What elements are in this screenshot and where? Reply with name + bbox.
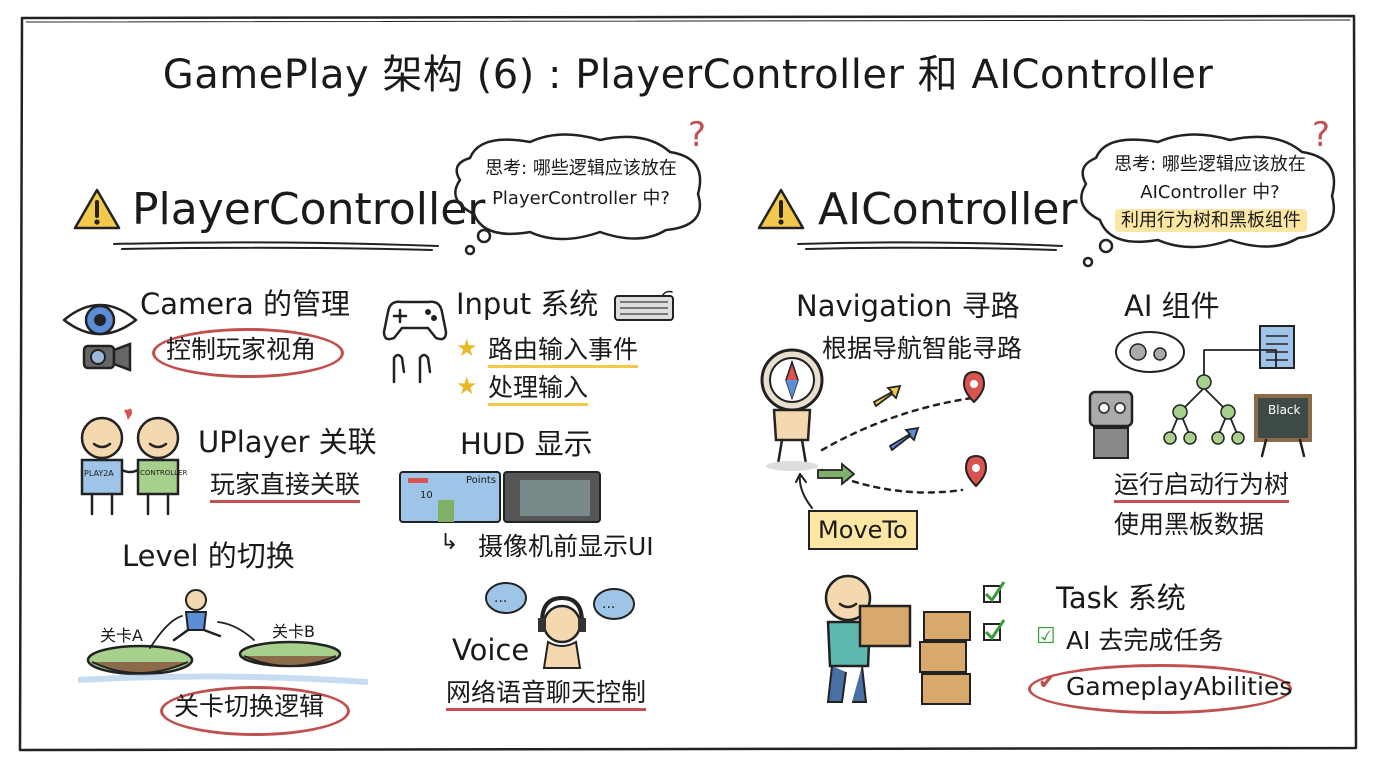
ai-line-1: 运行启动行为树 xyxy=(1114,472,1290,503)
worker-boxes-icon xyxy=(824,574,1006,705)
voice-title: Voice xyxy=(452,633,530,667)
warning-icon xyxy=(73,188,121,230)
bubble-line-1: 思考: 哪些逻辑应该放在 xyxy=(1114,154,1306,175)
shirt-label-right: CONTROLLER xyxy=(140,469,188,477)
two-players-icon xyxy=(80,408,180,516)
eye-camera-icon xyxy=(62,303,138,372)
voice-headset-icon: ... ... xyxy=(485,582,635,669)
aicontroller-heading: AIController xyxy=(818,184,1078,235)
svg-text:...: ... xyxy=(494,590,507,606)
gamepad-hands-icon xyxy=(382,300,448,384)
navigation-desc: 根据导航智能寻路 xyxy=(822,334,1023,363)
thought-bubble xyxy=(454,133,702,256)
hud-desc: 摄像机前显示UI xyxy=(478,532,654,561)
island-b-label: 关卡B xyxy=(272,622,315,641)
keyboard-icon xyxy=(614,290,674,321)
task-title: Task 系统 xyxy=(1056,581,1186,615)
uplayer-title: UPlayer 关联 xyxy=(198,425,377,459)
heading-underline xyxy=(113,241,439,251)
question-mark-icon: ? xyxy=(688,115,707,155)
playercontroller-heading: PlayerController xyxy=(132,184,486,235)
bubble-line-1: 思考: 哪些逻辑应该放在 xyxy=(485,158,677,179)
heading-underline xyxy=(797,241,1063,251)
robot-behavior-tree-icon xyxy=(1088,325,1312,459)
navigation-title: Navigation 寻路 xyxy=(796,289,1020,323)
level-desc: 关卡切换逻辑 xyxy=(174,692,325,721)
ai-components-title: AI 组件 xyxy=(1124,289,1220,323)
highlight-ellipse xyxy=(152,328,344,378)
compass-pathfinding-icon xyxy=(760,348,988,509)
checkbox-icon: ☑ xyxy=(1036,624,1056,649)
input-item-2: 处理输入 xyxy=(488,375,589,406)
hud-points-label: Points xyxy=(466,475,497,486)
voice-desc: 网络语音聊天控制 xyxy=(446,680,647,711)
camera-desc: 控制玩家视角 xyxy=(166,335,317,364)
camera-title: Camera 的管理 xyxy=(140,287,351,321)
highlight-ellipse xyxy=(1028,664,1292,714)
uplayer-desc: 玩家直接关联 xyxy=(210,472,361,503)
hud-count-label: 10 xyxy=(420,490,433,501)
return-arrow-icon: ↳ xyxy=(440,530,459,555)
blackboard-label: Black xyxy=(1268,403,1301,417)
task-item-2: GameplayAbilities xyxy=(1066,672,1293,701)
star-icon: ★ xyxy=(456,334,478,362)
svg-text:...: ... xyxy=(602,596,615,612)
question-mark-icon: ? xyxy=(1312,115,1331,155)
bubble-line-2: PlayerController 中? xyxy=(492,188,670,209)
input-title: Input 系统 xyxy=(456,287,599,321)
task-item-1: AI 去完成任务 xyxy=(1066,626,1224,655)
hud-title: HUD 显示 xyxy=(460,427,593,461)
warning-icon xyxy=(757,188,805,230)
bubble-line-2: AIController 中? xyxy=(1140,182,1280,203)
check-icon: ✔ xyxy=(1038,670,1057,695)
level-title: Level 的切换 xyxy=(122,539,295,573)
bubble-line-3-wrap: 利用行为树和黑板组件 xyxy=(1106,209,1316,232)
star-icon: ★ xyxy=(456,372,478,400)
hud-screens-icon xyxy=(399,471,601,523)
moveto-label: MoveTo xyxy=(808,510,918,550)
highlight-ellipse xyxy=(160,686,350,736)
shirt-label-left: PLAY2A xyxy=(84,469,114,478)
page-title: GamePlay 架构 (6) : PlayerController 和 AIC… xyxy=(162,52,1214,98)
island-a-label: 关卡A xyxy=(100,626,143,645)
thought-bubble xyxy=(1080,133,1336,268)
ai-line-2: 使用黑板数据 xyxy=(1114,510,1265,539)
input-item-1: 路由输入事件 xyxy=(488,337,639,368)
level-islands-icon xyxy=(78,589,368,685)
bubble-line-3: 利用行为树和黑板组件 xyxy=(1115,209,1307,232)
